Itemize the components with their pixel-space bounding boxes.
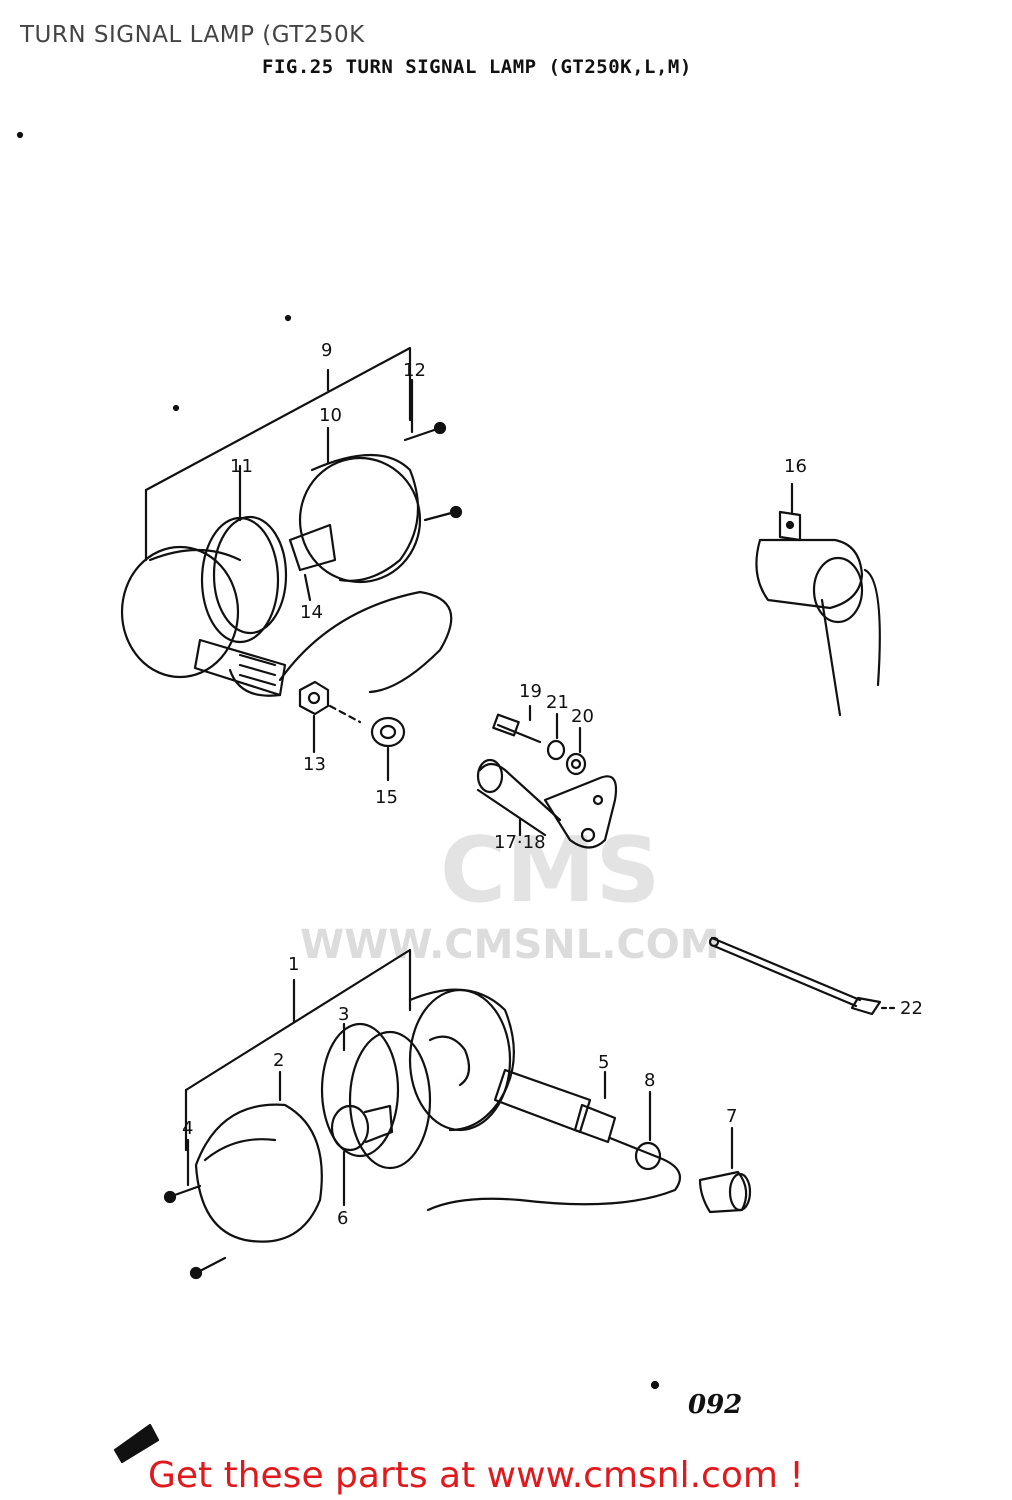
watermark-url: WWW.CMSNL.COM [300, 922, 720, 968]
callout-22: 22 [900, 998, 923, 1019]
callout-17-18: 17·18 [494, 832, 546, 853]
callout-16: 16 [784, 456, 807, 477]
footer-link[interactable]: Get these parts at www.cmsnl.com ! [148, 1455, 804, 1496]
callout-11: 11 [230, 456, 253, 477]
callout-1: 1 [288, 954, 300, 975]
callout-5: 5 [598, 1052, 610, 1073]
page-title: TURN SIGNAL LAMP (GT250K [20, 22, 365, 48]
front-turn-signal-assembly [120, 346, 463, 782]
watermark-logo: CMS [440, 818, 661, 923]
callout-6: 6 [337, 1208, 349, 1229]
mount-bracket [476, 704, 618, 849]
rod [708, 936, 900, 1016]
page-number: 092 [688, 1390, 743, 1420]
callout-9: 9 [321, 340, 333, 361]
callout-15: 15 [375, 787, 398, 808]
figure-title: FIG.25 TURN SIGNAL LAMP (GT250K,L,M) [262, 56, 692, 78]
callout-3: 3 [338, 1004, 350, 1025]
rear-turn-signal-assembly [163, 948, 752, 1280]
callout-19: 19 [519, 681, 542, 702]
callout-10: 10 [319, 405, 342, 426]
callout-7: 7 [726, 1106, 738, 1127]
callout-14: 14 [300, 602, 323, 623]
callout-8: 8 [644, 1070, 656, 1091]
callout-4: 4 [182, 1118, 194, 1139]
callout-13: 13 [303, 754, 326, 775]
callout-2: 2 [273, 1050, 285, 1071]
callout-20: 20 [571, 706, 594, 727]
flasher-relay [755, 482, 881, 717]
callout-12: 12 [403, 360, 426, 381]
callout-21: 21 [546, 692, 569, 713]
